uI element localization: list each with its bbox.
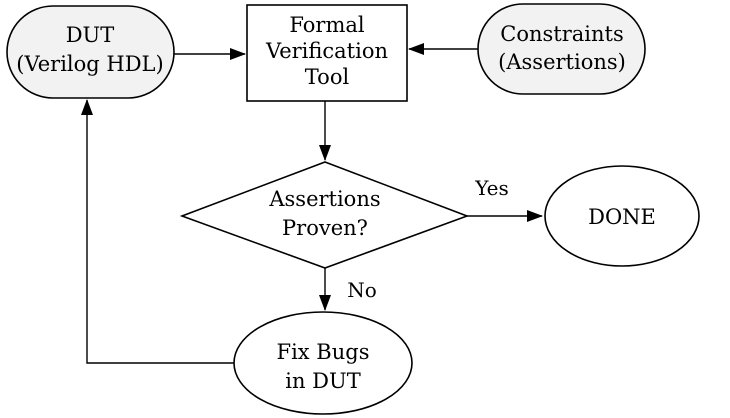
dut-node-label-line2: (Verilog HDL)	[16, 52, 163, 76]
assertions-proven-diamond	[179, 161, 470, 269]
decision-label-line1: Assertions	[268, 187, 380, 211]
formal-verification-tool-label-line1: Formal	[289, 13, 365, 37]
fix-bugs-node: Fix Bugs in DUT	[233, 311, 413, 415]
formal-verification-tool-label-line2: Verification	[265, 39, 388, 63]
formal-verification-tool-shape	[246, 4, 408, 102]
decision-label-line2: Proven?	[282, 216, 368, 240]
fix-bugs-label-line1: Fix Bugs	[277, 340, 370, 364]
done-node-shape	[544, 165, 700, 267]
dut-node-label-line1: DUT	[66, 23, 115, 47]
no-edge-label: No	[347, 278, 377, 302]
done-node: DONE	[544, 165, 700, 267]
dut-node-shape	[6, 5, 175, 99]
yes-edge-label: Yes	[474, 176, 509, 200]
dut-node: DUT (Verilog HDL)	[6, 5, 175, 99]
edge-fix-to-dut	[81, 99, 234, 364]
assertions-proven-decision: Assertions Proven?	[179, 161, 470, 269]
constraints-node: Constraints (Assertions)	[477, 3, 646, 95]
formal-verification-tool-node: Formal Verification Tool	[246, 4, 408, 102]
constraints-node-shape	[477, 3, 646, 95]
done-node-label: DONE	[588, 205, 656, 229]
constraints-node-label-line2: (Assertions)	[498, 50, 626, 74]
fix-bugs-label-line2: in DUT	[285, 369, 360, 393]
formal-verification-tool-label-line3: Tool	[305, 65, 350, 89]
constraints-node-label-line1: Constraints	[500, 22, 623, 46]
